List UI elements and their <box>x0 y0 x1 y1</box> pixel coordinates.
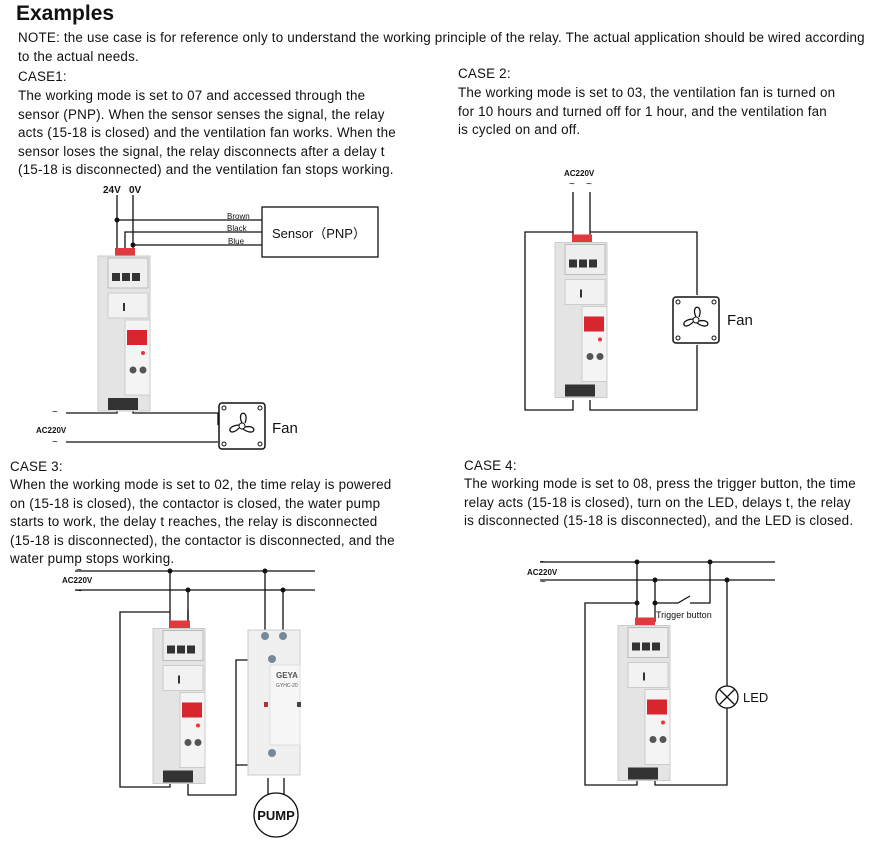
time-relay-2 <box>554 233 608 399</box>
contactor: GEYA GYHC-20 <box>247 629 301 776</box>
tilde: ~ <box>540 577 546 588</box>
case2-heading: CASE 2: <box>458 66 511 81</box>
fan-label: Fan <box>727 312 753 329</box>
case4-heading: CASE 4: <box>464 458 517 473</box>
tilde: ~ <box>569 179 575 190</box>
ac220v-label: AC220V <box>36 426 67 435</box>
ac220v-label: AC220V <box>527 568 558 577</box>
case3-text: When the working mode is set to 02, the … <box>10 477 395 566</box>
case1-heading: CASE1: <box>18 69 67 84</box>
page-title: Examples <box>16 2 115 25</box>
wire-label-black: Black <box>227 224 248 233</box>
wire-label-blue: Blue <box>228 237 245 246</box>
case1-text: The working mode is set to 07 and access… <box>18 88 396 177</box>
wire-label-brown: Brown <box>227 212 250 221</box>
tilde: ~ <box>586 179 592 190</box>
case2-text: The working mode is set to 03, the venti… <box>458 85 836 137</box>
label-0v: 0V <box>129 185 142 196</box>
ac220v-label: AC220V <box>564 169 595 178</box>
tilde: ~ <box>76 586 82 597</box>
fan-icon <box>672 296 720 344</box>
label-24v: 24V <box>103 185 121 196</box>
tilde: ~ <box>540 557 546 568</box>
tilde: ~ <box>76 565 82 576</box>
pump-label: PUMP <box>257 808 295 823</box>
time-relay-4 <box>617 616 671 782</box>
fan-label: Fan <box>272 420 298 437</box>
note-text: NOTE: the use case is for reference only… <box>18 30 865 64</box>
tilde: ~ <box>52 407 58 418</box>
contactor-brand: GEYA <box>276 671 298 680</box>
led-label: LED <box>743 690 768 705</box>
case4-text: The working mode is set to 08, press the… <box>464 476 856 528</box>
trigger-button-label: Trigger button <box>656 610 712 620</box>
tilde: ~ <box>52 437 58 448</box>
time-relay-1 <box>97 248 151 412</box>
contactor-model: GYHC-20 <box>276 683 298 689</box>
sensor-label: Sensor（PNP） <box>272 226 366 241</box>
ac220v-label: AC220V <box>62 576 93 585</box>
fan-icon <box>218 402 266 450</box>
case3-heading: CASE 3: <box>10 459 63 474</box>
time-relay-3 <box>152 619 206 785</box>
